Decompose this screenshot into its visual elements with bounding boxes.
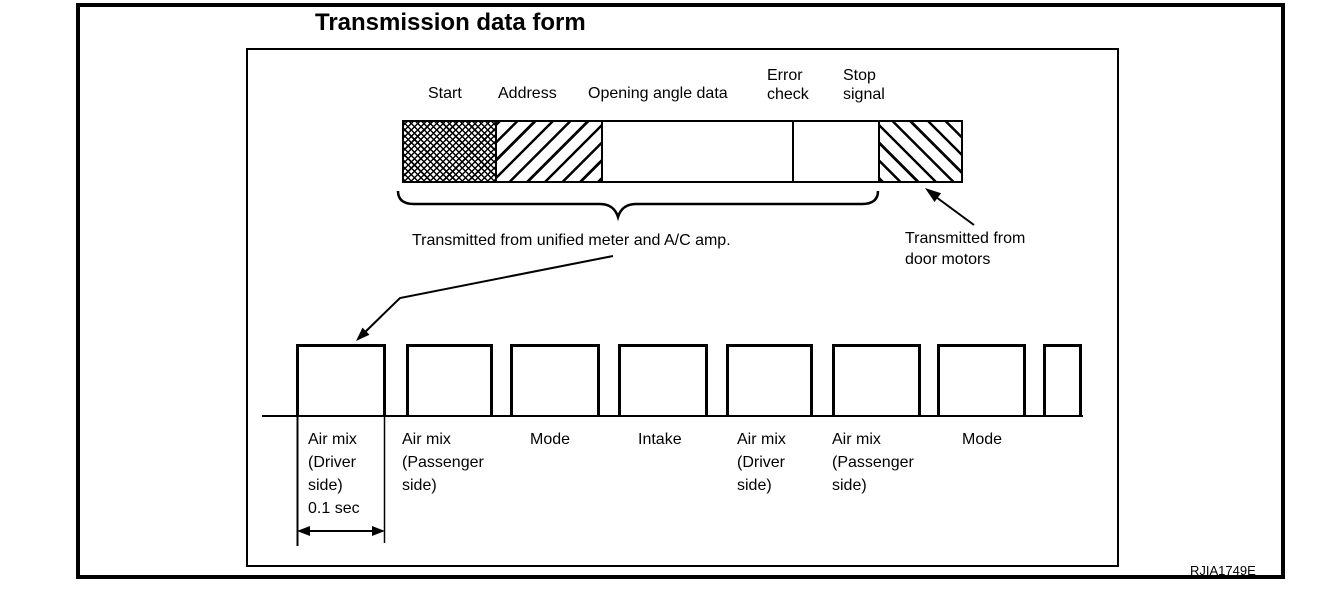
pulse-label-air-mix-passenger-2: Air mix (Passenger side) (832, 431, 914, 494)
figure-outer-border (76, 3, 1285, 579)
segment-label-address: Address (498, 85, 557, 102)
data-frame-bar (402, 120, 963, 183)
pulse-label-mode-2: Mode (962, 431, 1003, 448)
pulse-intake (618, 344, 708, 416)
segment-start-crosshatch (404, 122, 495, 181)
segment-label-stop-signal: Stop signal (843, 67, 885, 103)
segment-address-hatch (495, 122, 601, 181)
segment-label-start: Start (428, 85, 462, 102)
note-transmitted-from-door-motors: Transmitted from door motors (905, 230, 1026, 268)
pulse-air-mix-driver (296, 344, 386, 416)
pulse-label-intake: Intake (638, 431, 682, 448)
pulse-air-mix-passenger-2 (832, 344, 921, 416)
pulse-label-air-mix-passenger: Air mix (Passenger side) (402, 431, 484, 494)
pulse-label-mode: Mode (530, 431, 571, 448)
pulse-label-air-mix-driver: Air mix (Driver side) (308, 431, 357, 494)
figure-id: RJIA1749E (1190, 563, 1256, 578)
pulse-mode (510, 344, 600, 416)
pulse-air-mix-passenger (406, 344, 493, 416)
figure-title: Transmission data form (315, 9, 586, 36)
duration-label: 0.1 sec (308, 500, 360, 517)
pulse-air-mix-driver-2 (726, 344, 813, 416)
segment-label-opening-angle-data: Opening angle data (588, 85, 728, 102)
note-transmitted-from-meter: Transmitted from unified meter and A/C a… (412, 232, 731, 249)
pulse-partial (1043, 344, 1082, 416)
pulse-mode-2 (937, 344, 1026, 416)
segment-opening-angle-data (601, 122, 792, 181)
pulse-label-air-mix-driver-2: Air mix (Driver side) (737, 431, 786, 494)
segment-stop-signal-hatch (878, 122, 961, 181)
segment-label-error-check: Error check (767, 67, 809, 103)
segment-error-check (792, 122, 878, 181)
